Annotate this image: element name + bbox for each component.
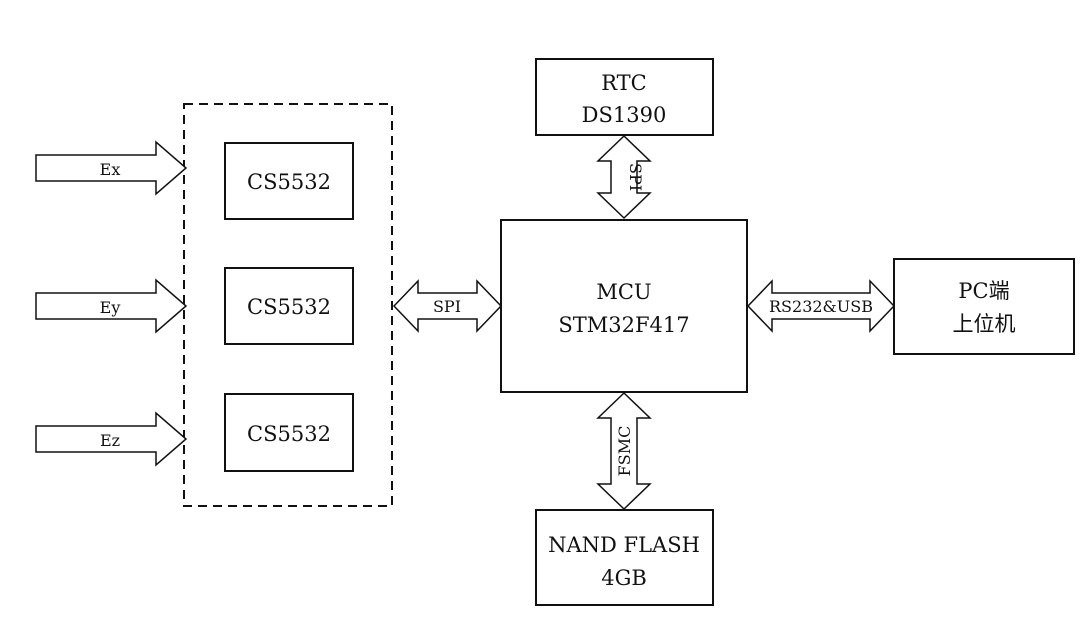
pc-block: PC端 上位机 (893, 258, 1075, 355)
link-mcu-pc: RS232&USB (746, 279, 896, 333)
pc-label-line2: 上位机 (953, 312, 1016, 336)
link-mcu-pc-label: RS232&USB (769, 297, 873, 316)
input-label-ex: Ex (100, 160, 121, 179)
pc-label-line1: PC端 (958, 279, 1009, 303)
input-label-ez: Ez (100, 431, 120, 450)
input-label-ey: Ey (100, 298, 121, 317)
link-mcu-nand: FSMC (596, 391, 652, 511)
adc-chip-2-box (224, 267, 354, 345)
mcu-label-line2: STM32F417 (558, 313, 689, 337)
input-arrow-ey: Ey (35, 278, 188, 334)
nand-label-line1: NAND FLASH (548, 533, 700, 557)
adc-chip-2: CS5532 (224, 267, 354, 345)
link-adc-mcu: SPI (392, 279, 503, 333)
input-arrow-ez: Ez (35, 411, 188, 467)
rtc-label-line1: RTC (601, 71, 647, 95)
adc-chip-3: CS5532 (224, 393, 354, 472)
mcu-label-line1: MCU (596, 280, 651, 304)
link-rtc-mcu: SPI (596, 134, 652, 220)
nand-block: NAND FLASH 4GB (535, 509, 714, 606)
input-arrow-ex: Ex (35, 140, 188, 196)
mcu-box (500, 219, 748, 393)
link-mcu-nand-label: FSMC (615, 426, 634, 477)
nand-box (535, 509, 714, 606)
input-arrow-ex-shape (35, 140, 188, 196)
input-arrow-ez-shape (35, 411, 188, 467)
rtc-label-line2: DS1390 (582, 103, 667, 127)
nand-label-line2: 4GB (601, 566, 647, 590)
adc-chip-1-box (224, 142, 354, 220)
pc-box (893, 258, 1075, 355)
adc-chip-1: CS5532 (224, 142, 354, 220)
adc-chip-1-label: CS5532 (247, 170, 331, 194)
mcu-block: MCU STM32F417 (500, 219, 748, 393)
link-rtc-mcu-label: SPI (626, 163, 645, 191)
adc-chip-3-label: CS5532 (247, 422, 331, 446)
adc-chip-3-box (224, 393, 354, 472)
adc-chip-2-label: CS5532 (247, 295, 331, 319)
rtc-box (535, 58, 714, 136)
input-arrow-ey-shape (35, 278, 188, 334)
rtc-block: RTC DS1390 (535, 58, 714, 136)
link-rtc-mcu-arrow (596, 134, 652, 220)
link-adc-mcu-label: SPI (433, 297, 461, 316)
adc-group-dashed-border (183, 103, 393, 507)
